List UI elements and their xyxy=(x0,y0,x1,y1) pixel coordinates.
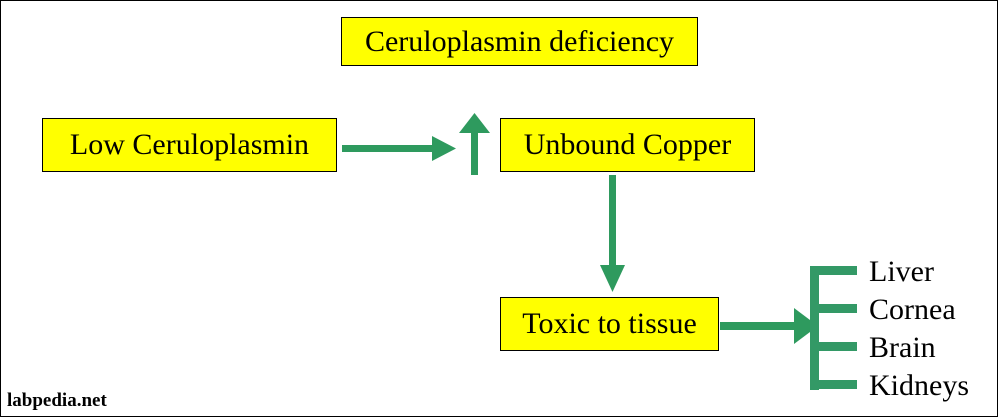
organ-brain: Brain xyxy=(869,331,936,364)
title-box: Ceruloplasmin deficiency xyxy=(341,17,698,66)
arrow-toxic-to-organs xyxy=(720,308,818,344)
low-ceruloplasmin-box: Low Ceruloplasmin xyxy=(42,118,337,172)
watermark-label: labpedia.net xyxy=(7,390,107,411)
unbound-copper-box: Unbound Copper xyxy=(500,118,755,172)
title-label: Ceruloplasmin deficiency xyxy=(364,24,675,58)
organ-kidneys: Kidneys xyxy=(869,369,969,402)
low-ceruloplasmin-label: Low Ceruloplasmin xyxy=(69,128,310,161)
increase-up-arrow-icon xyxy=(459,113,490,175)
organ-liver: Liver xyxy=(869,255,934,288)
organ-bracket xyxy=(810,266,857,390)
arrow-low-to-unbound xyxy=(342,136,456,161)
unbound-copper-label: Unbound Copper xyxy=(523,128,732,161)
toxic-to-tissue-box: Toxic to tissue xyxy=(500,297,719,351)
organ-cornea: Cornea xyxy=(869,293,956,326)
arrow-unbound-to-toxic xyxy=(600,175,625,292)
toxic-to-tissue-label: Toxic to tissue xyxy=(522,307,697,340)
